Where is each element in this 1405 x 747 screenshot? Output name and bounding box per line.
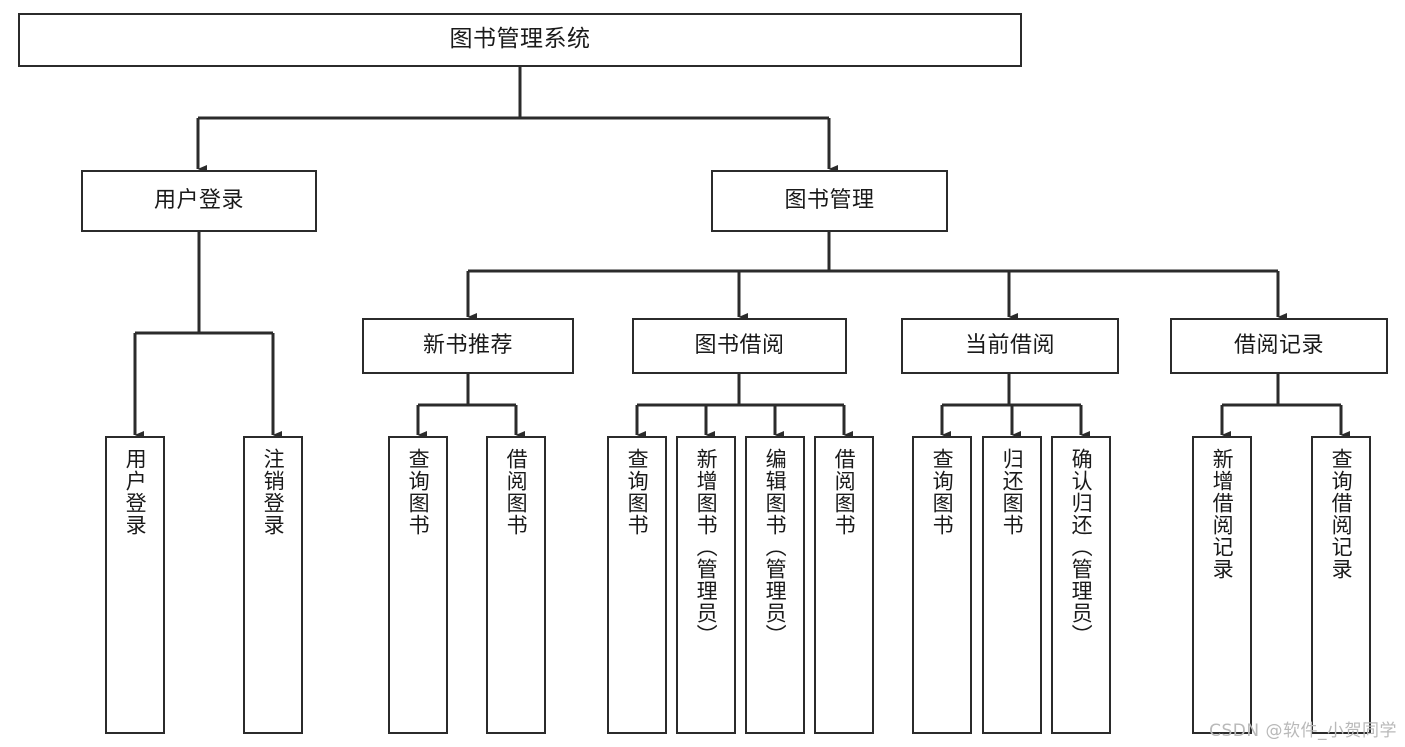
node-label: 注销登录 <box>261 448 286 536</box>
node-label: 新增图书（管理员） <box>694 448 719 646</box>
node-root[interactable]: 图书管理系统 <box>18 13 1022 67</box>
node-label: 图书管理 <box>784 187 875 213</box>
node-l-edit-book[interactable]: 编辑图书（管理员） <box>745 436 805 734</box>
node-label: 查询图书 <box>930 448 955 536</box>
node-label: 借阅图书 <box>832 448 857 536</box>
node-label: 新书推荐 <box>422 332 513 358</box>
node-n-borrow-record[interactable]: 借阅记录 <box>1170 318 1388 374</box>
node-n-book-borrow[interactable]: 图书借阅 <box>632 318 847 374</box>
node-label: 借阅记录 <box>1233 332 1324 358</box>
node-l-query-record[interactable]: 查询借阅记录 <box>1311 436 1371 734</box>
node-label: 当前借阅 <box>964 332 1055 358</box>
node-n-book-manage[interactable]: 图书管理 <box>711 170 948 232</box>
node-n-new-book-rec[interactable]: 新书推荐 <box>362 318 574 374</box>
node-n-current-borrow[interactable]: 当前借阅 <box>901 318 1119 374</box>
node-label: 归还图书 <box>1000 448 1025 536</box>
node-label: 查询图书 <box>406 448 431 536</box>
node-l-query-book-3[interactable]: 查询图书 <box>912 436 972 734</box>
node-l-add-record[interactable]: 新增借阅记录 <box>1192 436 1252 734</box>
node-l-logout[interactable]: 注销登录 <box>243 436 303 734</box>
node-label: 编辑图书（管理员） <box>763 448 788 646</box>
node-label: 用户登录 <box>153 187 244 213</box>
watermark-label: CSDN @软件_小贺同学 <box>1209 721 1397 741</box>
node-label: 查询图书 <box>625 448 650 536</box>
node-label: 查询借阅记录 <box>1329 448 1354 580</box>
node-label: 借阅图书 <box>504 448 529 536</box>
node-label: 确认归还（管理员） <box>1069 448 1094 646</box>
node-label: 新增借阅记录 <box>1210 448 1235 580</box>
node-label: 图书借阅 <box>694 332 785 358</box>
node-n-user-login[interactable]: 用户登录 <box>81 170 317 232</box>
node-l-user-login[interactable]: 用户登录 <box>105 436 165 734</box>
node-l-query-book-2[interactable]: 查询图书 <box>607 436 667 734</box>
node-label: 图书管理系统 <box>449 26 591 53</box>
node-l-borrow-book-2[interactable]: 借阅图书 <box>814 436 874 734</box>
node-l-confirm-return[interactable]: 确认归还（管理员） <box>1051 436 1111 734</box>
node-l-borrow-book-1[interactable]: 借阅图书 <box>486 436 546 734</box>
node-l-return-book[interactable]: 归还图书 <box>982 436 1042 734</box>
node-l-add-book[interactable]: 新增图书（管理员） <box>676 436 736 734</box>
node-label: 用户登录 <box>123 448 148 536</box>
node-l-query-book-1[interactable]: 查询图书 <box>388 436 448 734</box>
